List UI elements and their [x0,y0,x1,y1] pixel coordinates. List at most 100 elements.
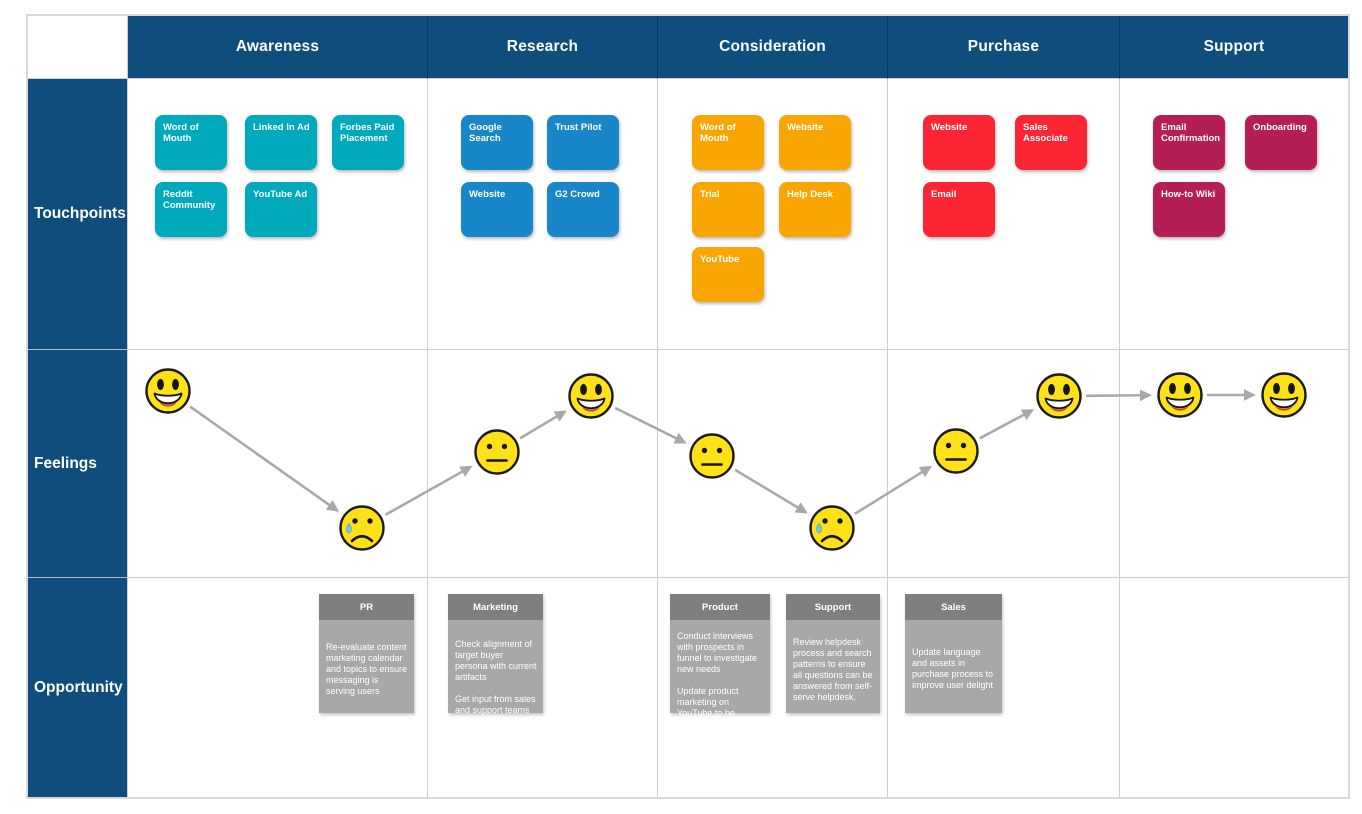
touchpoint-note-label: Onboarding [1253,122,1307,133]
row-label-touchpoints: Touchpoints [28,79,128,350]
touchpoint-note[interactable]: Trust Pilot [547,115,619,170]
touchpoint-note[interactable]: Trial [692,182,764,237]
opportunity-note-paragraph: Re-evaluate content marketing calendar a… [326,642,408,696]
emoji-happy-icon[interactable] [568,373,614,419]
touchpoint-note[interactable]: Help Desk [779,182,851,237]
opportunity-note-body: Conduct interviews with prospects in fun… [670,620,770,729]
touchpoint-note-label: Trust Pilot [555,122,602,133]
touchpoint-note[interactable]: G2 Crowd [547,182,619,237]
touchpoint-note[interactable]: Onboarding [1245,115,1317,170]
touchpoint-note[interactable]: Website [461,182,533,237]
stage-header-label: Purchase [967,38,1040,55]
opportunity-note-paragraph: Review helpdesk process and search patte… [793,637,873,702]
touchpoint-note[interactable]: YouTube [692,247,764,302]
touchpoint-note[interactable]: Sales Associate [1015,115,1087,170]
touchpoint-note[interactable]: Email [923,182,995,237]
emoji-happy-icon[interactable] [1261,372,1307,418]
touchpoint-note-label: Website [931,122,968,133]
touchpoint-note[interactable]: Reddit Community [155,182,227,237]
opportunity-note-body: Update language and assets in purchase p… [905,620,1002,713]
opportunity-note-header: Sales [905,594,1002,620]
touchpoint-note-label: How-to Wiki [1161,189,1216,200]
stage-header-support: Support [1120,16,1348,79]
opportunity-note-header: Support [786,594,880,620]
emoji-neutral-icon[interactable] [474,429,520,475]
stage-header-purchase: Purchase [888,16,1120,79]
opportunity-cell-awareness: PR Re-evaluate content marketing calendar… [128,578,428,797]
opportunity-note-body: Review helpdesk process and search patte… [786,620,880,713]
touchpoint-note-label: Website [787,122,824,133]
touchpoint-note[interactable]: Forbes Paid Placement [332,115,404,170]
opportunity-note-header: Marketing [448,594,543,620]
opportunity-note-paragraph: Update product marketing on YouTube to b… [677,685,739,729]
touchpoint-note[interactable]: Linked In Ad [245,115,317,170]
touchpoint-note[interactable]: Word of Mouth [155,115,227,170]
touchpoint-note-label: G2 Crowd [555,189,600,200]
stage-header-label: Consideration [719,38,826,55]
opportunity-note-title: Support [814,601,852,613]
touchpoints-cell-awareness: Word of Mouth Linked In Ad Forbes Paid Pla… [128,79,428,350]
stage-header-label: Research [506,38,579,55]
feelings-cell-research [428,350,658,578]
touchpoint-note-label: Sales Associate [1023,122,1068,145]
touchpoint-note-label: Email [931,189,957,200]
emoji-neutral-icon[interactable] [689,433,735,479]
stage-header-consideration: Consideration [658,16,888,79]
opportunity-note-title: Marketing [473,601,518,613]
touchpoint-note[interactable]: Word of Mouth [692,115,764,170]
opportunity-note-body: Check alignment of target buyer persona … [448,620,543,715]
touchpoint-note-label: Forbes Paid Placement [340,122,395,145]
stage-header-label: Support [1203,38,1265,55]
feelings-cell-support [1120,350,1348,578]
touchpoint-note-label: Linked In Ad [253,122,310,133]
emoji-neutral-icon[interactable] [933,428,979,474]
opportunity-note[interactable]: PR Re-evaluate content marketing calendar… [319,594,414,713]
emoji-sad-tear-icon[interactable] [339,505,385,551]
opportunity-cell-support [1120,578,1348,797]
touchpoint-note-label: Google Search [469,122,502,145]
opportunity-note-title: PR [359,601,374,613]
emoji-happy-icon[interactable] [1036,373,1082,419]
row-label-text: Opportunity [34,678,123,696]
touchpoint-note-label: Word of Mouth [700,122,736,145]
stage-header-awareness: Awareness [128,16,428,79]
touchpoint-note-label: Reddit Community [163,189,216,212]
opportunity-note-paragraph: Get input from sales and support teams [455,693,536,715]
emoji-happy-icon[interactable] [1157,372,1203,418]
opportunity-note-header: PR [319,594,414,620]
row-label-opportunity: Opportunity [28,578,128,797]
touchpoint-note[interactable]: YouTube Ad [245,182,317,237]
row-label-text: Feelings [34,454,97,472]
opportunity-note-paragraph: Check alignment of target buyer persona … [455,639,537,682]
corner-cell [28,16,128,79]
opportunity-note-title: Sales [941,601,966,613]
touchpoint-note[interactable]: Website [779,115,851,170]
opportunity-note-header: Product [670,594,770,620]
opportunity-note-title: Product [702,601,738,613]
touchpoint-note-label: Email Confirmation [1161,122,1221,145]
touchpoint-note-label: YouTube [700,254,740,265]
row-label-feelings: Feelings [28,350,128,578]
touchpoint-note-label: Help Desk [787,189,833,200]
touchpoint-note[interactable]: How-to Wiki [1153,182,1225,237]
touchpoint-note[interactable]: Google Search [461,115,533,170]
touchpoint-note-label: Trial [700,189,720,200]
touchpoint-note[interactable]: Email Confirmation [1153,115,1225,170]
feelings-cell-purchase [888,350,1120,578]
emoji-happy-icon[interactable] [145,368,191,414]
emoji-sad-tear-icon[interactable] [809,505,855,551]
opportunity-note-paragraph: Update language and assets in purchase p… [912,647,994,690]
touchpoint-note[interactable]: Website [923,115,995,170]
